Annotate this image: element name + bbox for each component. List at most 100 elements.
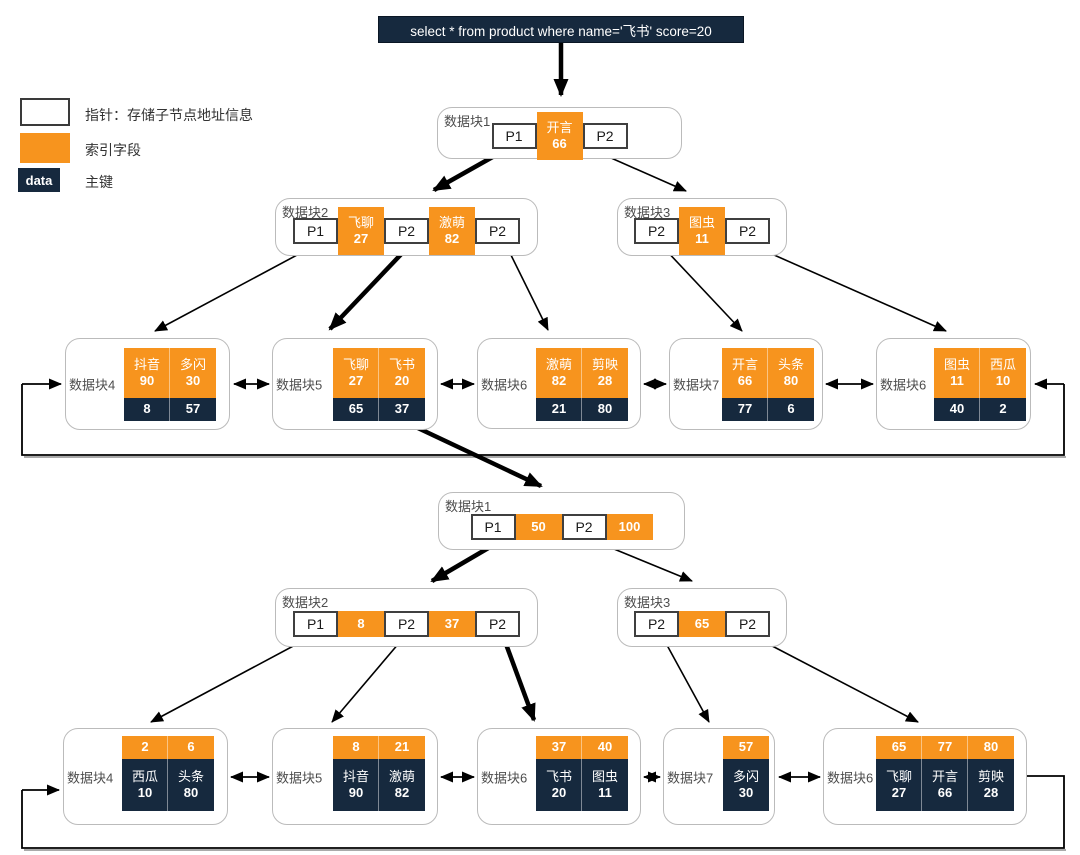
index-cell: 8: [338, 610, 384, 637]
pk-score: 11: [598, 785, 612, 800]
legend-pk-label: 主键: [85, 174, 113, 190]
pk-score: 10: [137, 785, 153, 800]
pointer-cell: P1: [293, 610, 338, 637]
index-name: 开言: [546, 120, 573, 136]
sql-query-banner: select * from product where name='飞书' sc…: [378, 16, 744, 43]
index-value: 20: [394, 373, 410, 388]
pk-name: 多闪: [732, 768, 759, 784]
pk-name: 头条: [177, 768, 204, 784]
node-label: 数据块7: [667, 770, 714, 785]
index-value: 40: [597, 739, 613, 755]
index-value: 8: [352, 739, 360, 755]
index-value: 30: [185, 373, 201, 388]
index-value: 11: [950, 373, 964, 388]
arrow-pk37-to-bottom-root-thick: [402, 418, 543, 489]
pointer-cell: P2: [582, 123, 628, 149]
pk-value: 8: [143, 401, 151, 417]
arrow-n2-to-leaf4: [154, 246, 313, 332]
node-label: 数据块2: [282, 205, 329, 220]
index-value: 57: [738, 739, 754, 755]
pointer-cell: P1: [293, 218, 338, 244]
node-label: 数据块1: [444, 114, 491, 129]
index-value: 28: [597, 373, 613, 388]
index-name: 西瓜: [989, 356, 1016, 372]
legend-pointer-label: 指针：存储子节点地址信息: [85, 107, 253, 123]
index-name: 头条: [777, 356, 804, 372]
pk-value: 6: [787, 401, 795, 417]
bottom-node-1: 数据块1 P1 50 P2 100: [438, 492, 685, 550]
index-value: 37: [551, 739, 567, 755]
pk-name: 飞聊: [885, 768, 912, 784]
index-value: 82: [444, 231, 460, 246]
node-label: 数据块3: [624, 595, 671, 610]
node-label: 数据块3: [624, 205, 671, 220]
index-value: 10: [995, 373, 1011, 388]
pointer-cell: P2: [634, 218, 679, 244]
top-node-1: 数据块1 P1 开言 66 P2: [437, 107, 682, 160]
legend-data-swatch: data: [18, 168, 60, 192]
node-label: 数据块1: [445, 499, 492, 514]
index-name: 飞聊: [342, 356, 369, 372]
pk-score: 20: [551, 785, 567, 800]
arrow-bn3-to-leaf8: [752, 635, 919, 723]
index-value: 80: [983, 739, 999, 755]
node-label: 数据块2: [282, 595, 329, 610]
index-value: 21: [394, 739, 410, 755]
node-label: 数据块6: [827, 770, 874, 785]
index-name: 激萌: [545, 356, 572, 372]
pk-value: 2: [999, 401, 1007, 417]
index-value: 66: [737, 373, 753, 388]
pointer-cell: P2: [384, 218, 429, 244]
pk-name: 西瓜: [131, 768, 158, 784]
pk-value: 77: [737, 401, 753, 417]
index-cell: 激萌 82: [429, 207, 475, 255]
node-label: 数据块5: [276, 770, 323, 785]
arrow-bn2-to-leaf4: [150, 635, 313, 723]
arrow-n3-to-leaf8: [755, 246, 947, 332]
bottom-node-2: 数据块2 P1 8 P2 37 P2: [275, 588, 538, 647]
node-label: 数据块4: [69, 377, 116, 393]
index-name: 激萌: [438, 215, 465, 231]
top-node-3: 数据块3 P2 图虫 11 P2: [617, 198, 787, 256]
pk-name: 图虫: [591, 768, 618, 784]
node-label: 数据块6: [880, 377, 927, 393]
pk-name: 开言: [931, 768, 958, 784]
index-name: 开言: [731, 356, 758, 372]
pk-value: 57: [185, 401, 201, 417]
index-value: 82: [551, 373, 567, 388]
pk-value: 80: [597, 401, 613, 417]
pk-score: 66: [937, 785, 953, 800]
index-name: 剪映: [591, 356, 618, 372]
pointer-cell: P2: [725, 610, 770, 637]
pk-score: 27: [891, 785, 907, 800]
arrow-bn3-to-leaf7: [661, 635, 710, 723]
legend-index-swatch: [20, 133, 70, 163]
pk-score: 28: [983, 785, 999, 800]
pk-value: 65: [348, 401, 364, 417]
index-value: 65: [891, 739, 907, 755]
index-name: 图虫: [943, 356, 970, 372]
pk-value: 37: [394, 401, 410, 417]
arrow-n3-to-leaf7: [662, 246, 743, 332]
bottom-node-3: 数据块3 P2 65 P2: [617, 588, 787, 647]
